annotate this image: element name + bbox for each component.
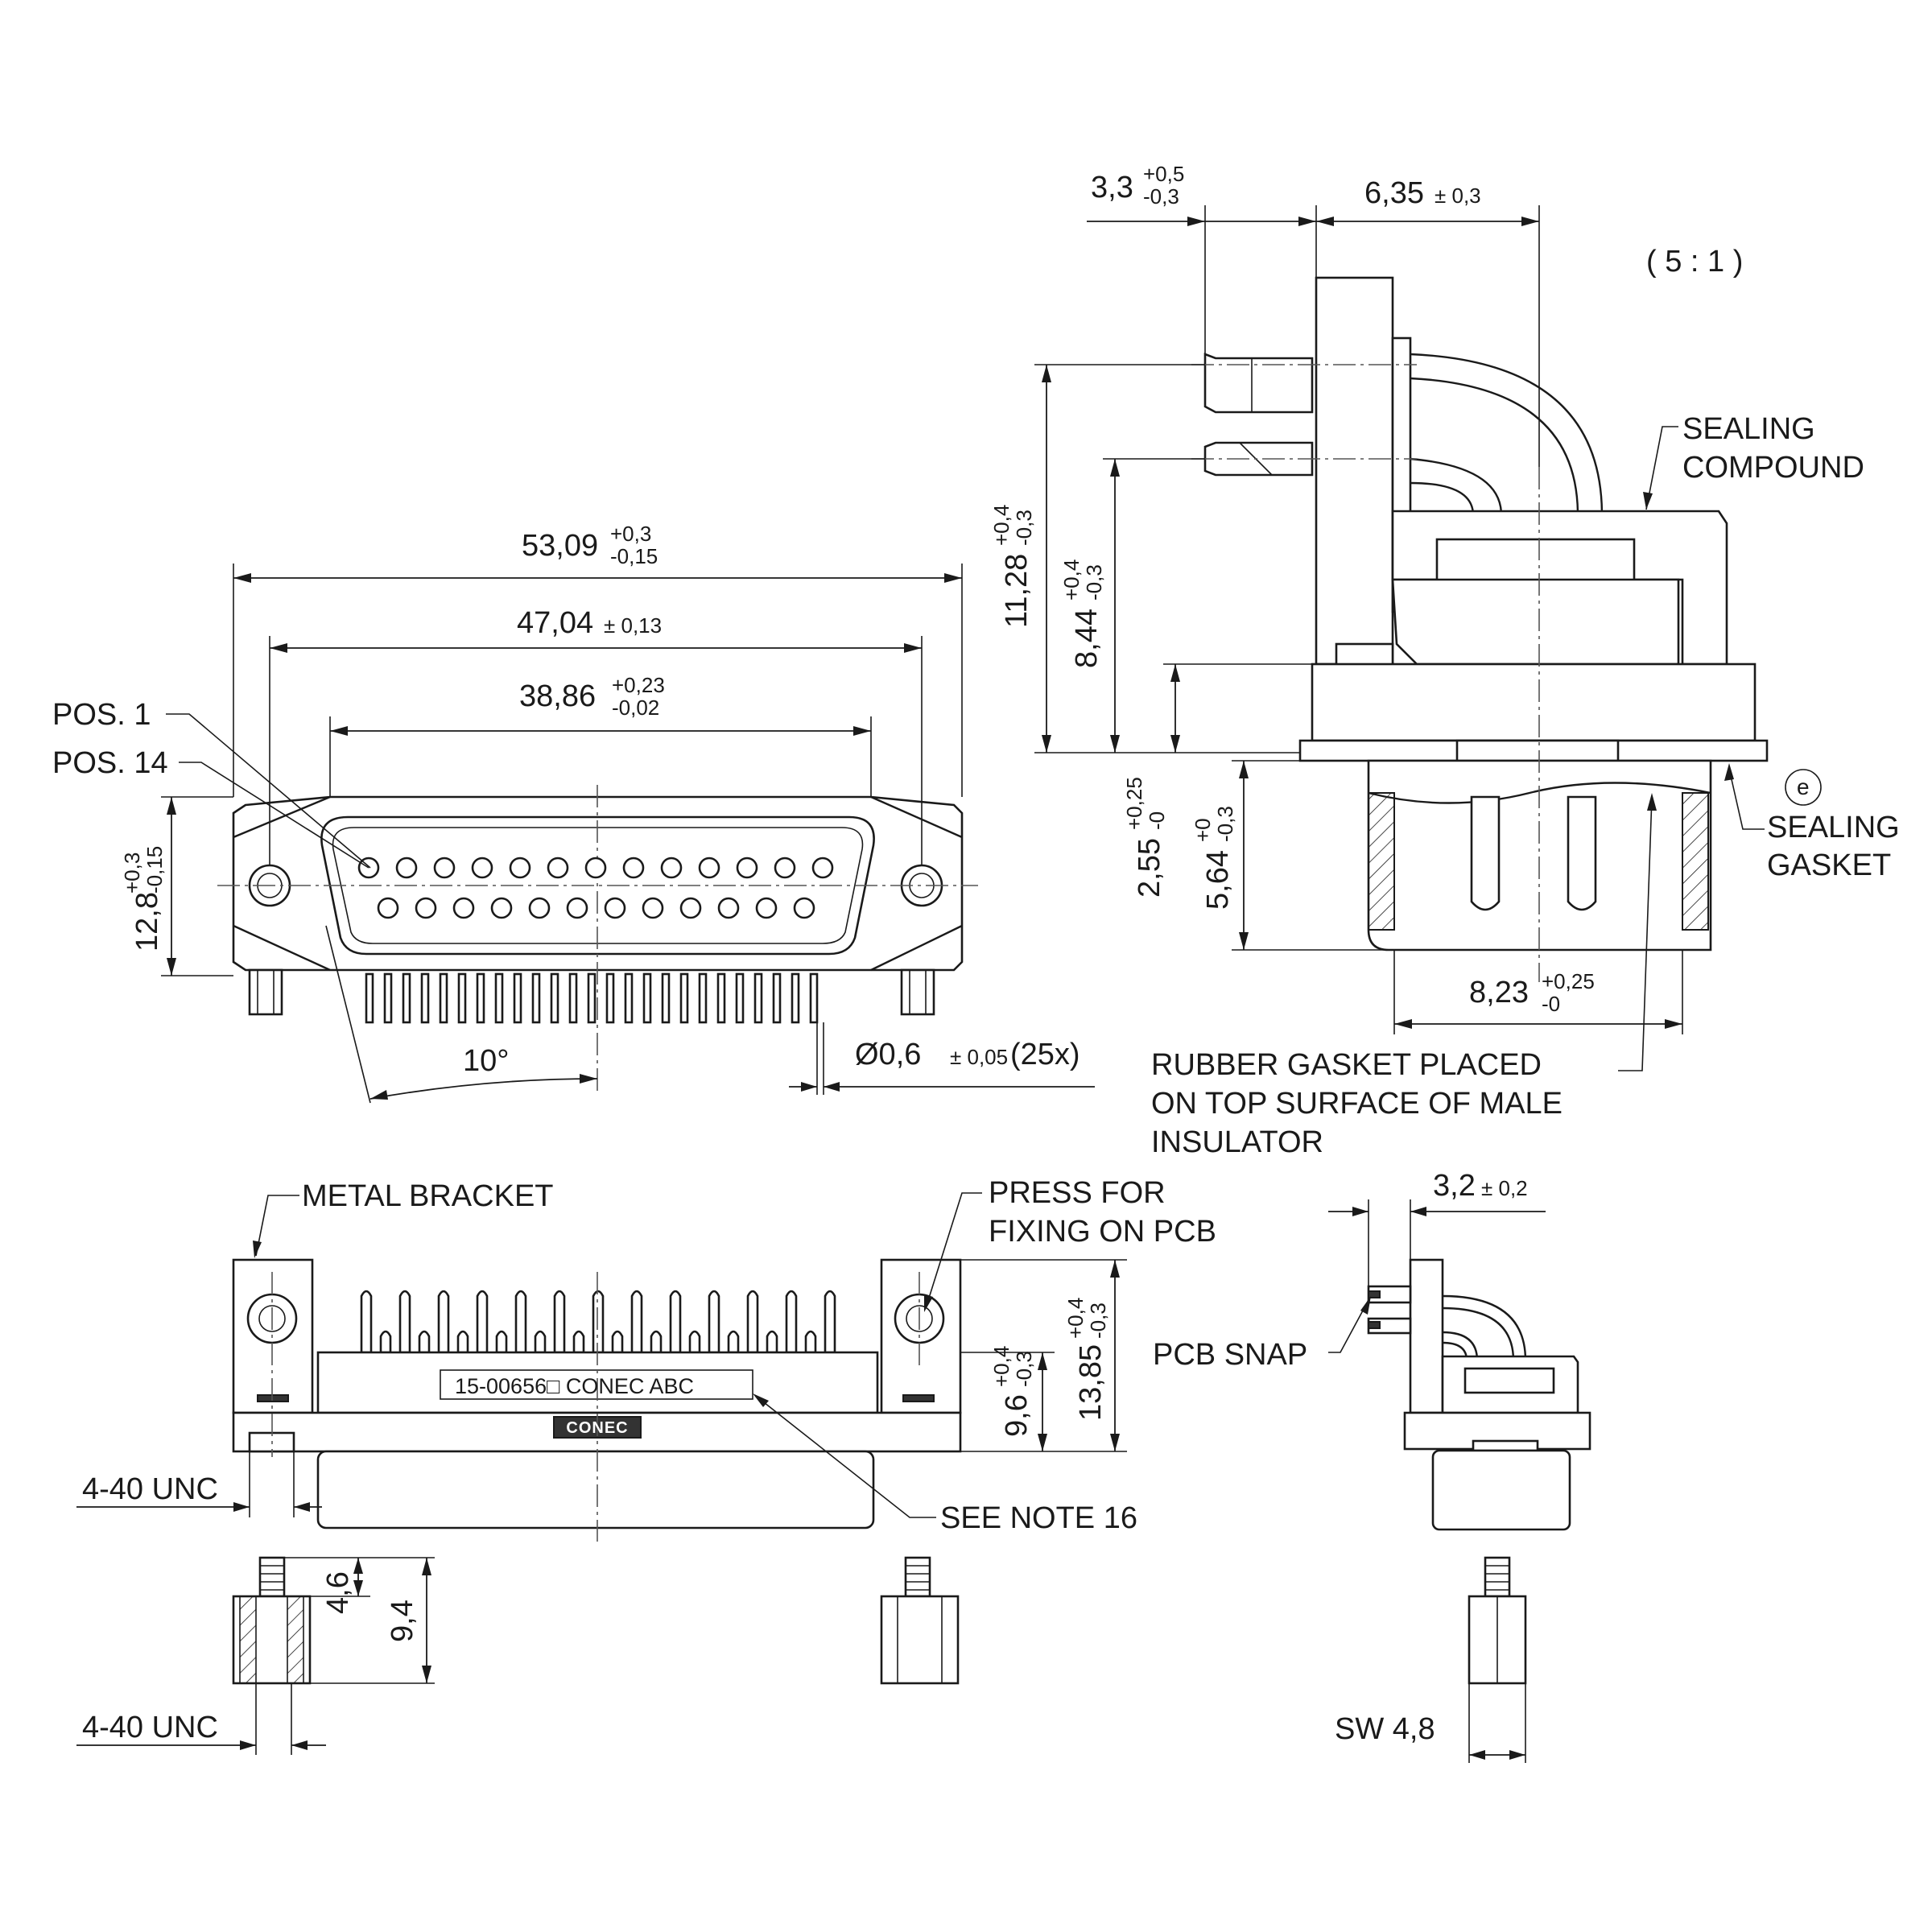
screw-left-thread [258, 1556, 286, 1598]
dim-13-85-lower: -0,3 [1086, 1302, 1110, 1339]
marking-box [440, 1369, 753, 1400]
male-pin-left [1470, 795, 1501, 911]
dim-width-total: 53,09 [522, 529, 598, 563]
dim-height: 12,8 [130, 892, 164, 952]
contacts-row-1 [357, 857, 834, 879]
dim-width-holes-tol: ± 0,13 [604, 613, 662, 638]
small-screw-thread [1484, 1556, 1511, 1598]
dim-5-64-lower: -0,3 [1213, 806, 1237, 842]
dim-3-2-tol: ± 0,2 [1481, 1176, 1528, 1200]
dim-5-64: 5,64 [1201, 850, 1235, 910]
pos1-label: POS. 1 [52, 698, 151, 732]
rubber-gasket-note-3: INSULATOR [1151, 1125, 1323, 1159]
dim-8-23: 8,23 [1469, 976, 1529, 1009]
metal-bracket-label: METAL BRACKET [302, 1179, 554, 1213]
dim-width-shell-upper: +0,23 [612, 673, 665, 697]
press-for-label-2: FIXING ON PCB [989, 1215, 1216, 1249]
rubber-gasket-note-2: ON TOP SURFACE OF MALE [1151, 1087, 1563, 1121]
pin-upper [1203, 353, 1314, 414]
press-for-label-1: PRESS FOR [989, 1176, 1166, 1210]
dim-3-3: 3,3 [1091, 171, 1133, 204]
see-note-label: SEE NOTE 16 [940, 1501, 1137, 1535]
dim-9-4: 9,4 [386, 1600, 419, 1642]
dim-2-55-upper: +0,25 [1122, 777, 1146, 830]
screw-mid-hex [880, 1595, 960, 1685]
d-sub-shell-side [316, 1450, 875, 1530]
dim-width-shell: 38,86 [519, 679, 596, 713]
dim-8-23-lower: -0 [1542, 992, 1560, 1016]
bottom-view [76, 1192, 1127, 1755]
side-view [1034, 205, 1822, 1071]
pcb-snap-label: PCB SNAP [1153, 1338, 1307, 1372]
dim-height-upper: +0,3 [120, 852, 144, 894]
rubber-gasket-line [1368, 782, 1711, 804]
small-side-view [1328, 1199, 1591, 1763]
dim-3-2: 3,2 [1433, 1169, 1476, 1203]
gasket-symbol: e [1797, 774, 1810, 799]
side-plate [1315, 276, 1394, 666]
bottom-pins [360, 1290, 836, 1354]
angle-label: 10° [463, 1044, 509, 1078]
gasket-symbol-circle [1785, 769, 1822, 806]
dim-13-85-upper: +0,4 [1063, 1298, 1088, 1339]
pin-dia-tol: ± 0,05 [950, 1045, 1008, 1069]
dim-13-85: 13,85 [1074, 1344, 1108, 1421]
dim-8-44-upper: +0,4 [1059, 559, 1084, 601]
dim-9-6-lower: -0,3 [1012, 1351, 1036, 1387]
dim-3-3-lower: -0,3 [1143, 184, 1179, 208]
contacts-row-2 [377, 897, 815, 919]
rubber-gasket-note-1: RUBBER GASKET PLACED [1151, 1048, 1542, 1082]
snap-leg-left [248, 968, 283, 1016]
dim-11-28-lower: -0,3 [1012, 510, 1036, 546]
dim-8-23-upper: +0,25 [1542, 969, 1595, 993]
pos14-label: POS. 14 [52, 746, 168, 780]
thread-label-2: 4-40 UNC [82, 1711, 218, 1744]
male-pin-right [1567, 795, 1597, 911]
thread-label-1: 4-40 UNC [82, 1472, 218, 1506]
side-body-mid [1311, 663, 1757, 742]
dim-11-28-upper: +0,4 [989, 505, 1013, 546]
d-shell-inner [332, 827, 864, 944]
dim-9-6: 9,6 [1000, 1394, 1034, 1437]
screw-mid-thread [904, 1556, 931, 1598]
dim-8-44-lower: -0,3 [1082, 564, 1106, 601]
dim-height-lower: -0,15 [142, 846, 167, 894]
logo-text: CONEC [566, 1419, 628, 1437]
pin-lower [1203, 441, 1314, 477]
male-insulator [1367, 759, 1712, 952]
scale-label: ( 5 : 1 ) [1646, 245, 1743, 279]
dim-9-6-upper: +0,4 [989, 1346, 1013, 1387]
pin-count: (25x) [1010, 1038, 1080, 1071]
marking-text: 15-00656□ CONEC ABC [455, 1374, 694, 1398]
dim-6-35-tol: ± 0,3 [1435, 184, 1481, 208]
dim-6-35: 6,35 [1364, 176, 1424, 210]
pcb-pins [365, 972, 819, 1024]
dim-2-55-lower: -0 [1145, 811, 1169, 830]
dim-width-shell-lower: -0,02 [612, 696, 659, 720]
dim-5-64-upper: +0 [1191, 818, 1215, 842]
dim-width-holes: 47,04 [517, 606, 593, 640]
dim-3-3-upper: +0,5 [1143, 162, 1184, 186]
sealing-gasket-label-2: GASKET [1767, 848, 1891, 882]
sealing-gasket-label-1: SEALING [1767, 811, 1900, 844]
dim-8-44: 8,44 [1070, 609, 1104, 668]
dim-2-55: 2,55 [1133, 838, 1166, 898]
dim-width-total-lower: -0,15 [610, 544, 658, 568]
sealing-compound-label-1: SEALING [1682, 412, 1815, 446]
sealing-compound-label-2: COMPOUND [1682, 451, 1864, 485]
dim-11-28: 11,28 [1000, 554, 1034, 628]
small-shell [1431, 1449, 1571, 1531]
dim-width-total-upper: +0,3 [610, 522, 651, 546]
snap-leg-right [900, 968, 935, 1016]
sw-label: SW 4,8 [1335, 1712, 1435, 1746]
small-plate [1409, 1258, 1444, 1414]
front-view [161, 564, 1095, 1104]
dim-4-6: 4,6 [321, 1571, 355, 1614]
pin-dia-label: Ø0,6 [855, 1038, 921, 1071]
